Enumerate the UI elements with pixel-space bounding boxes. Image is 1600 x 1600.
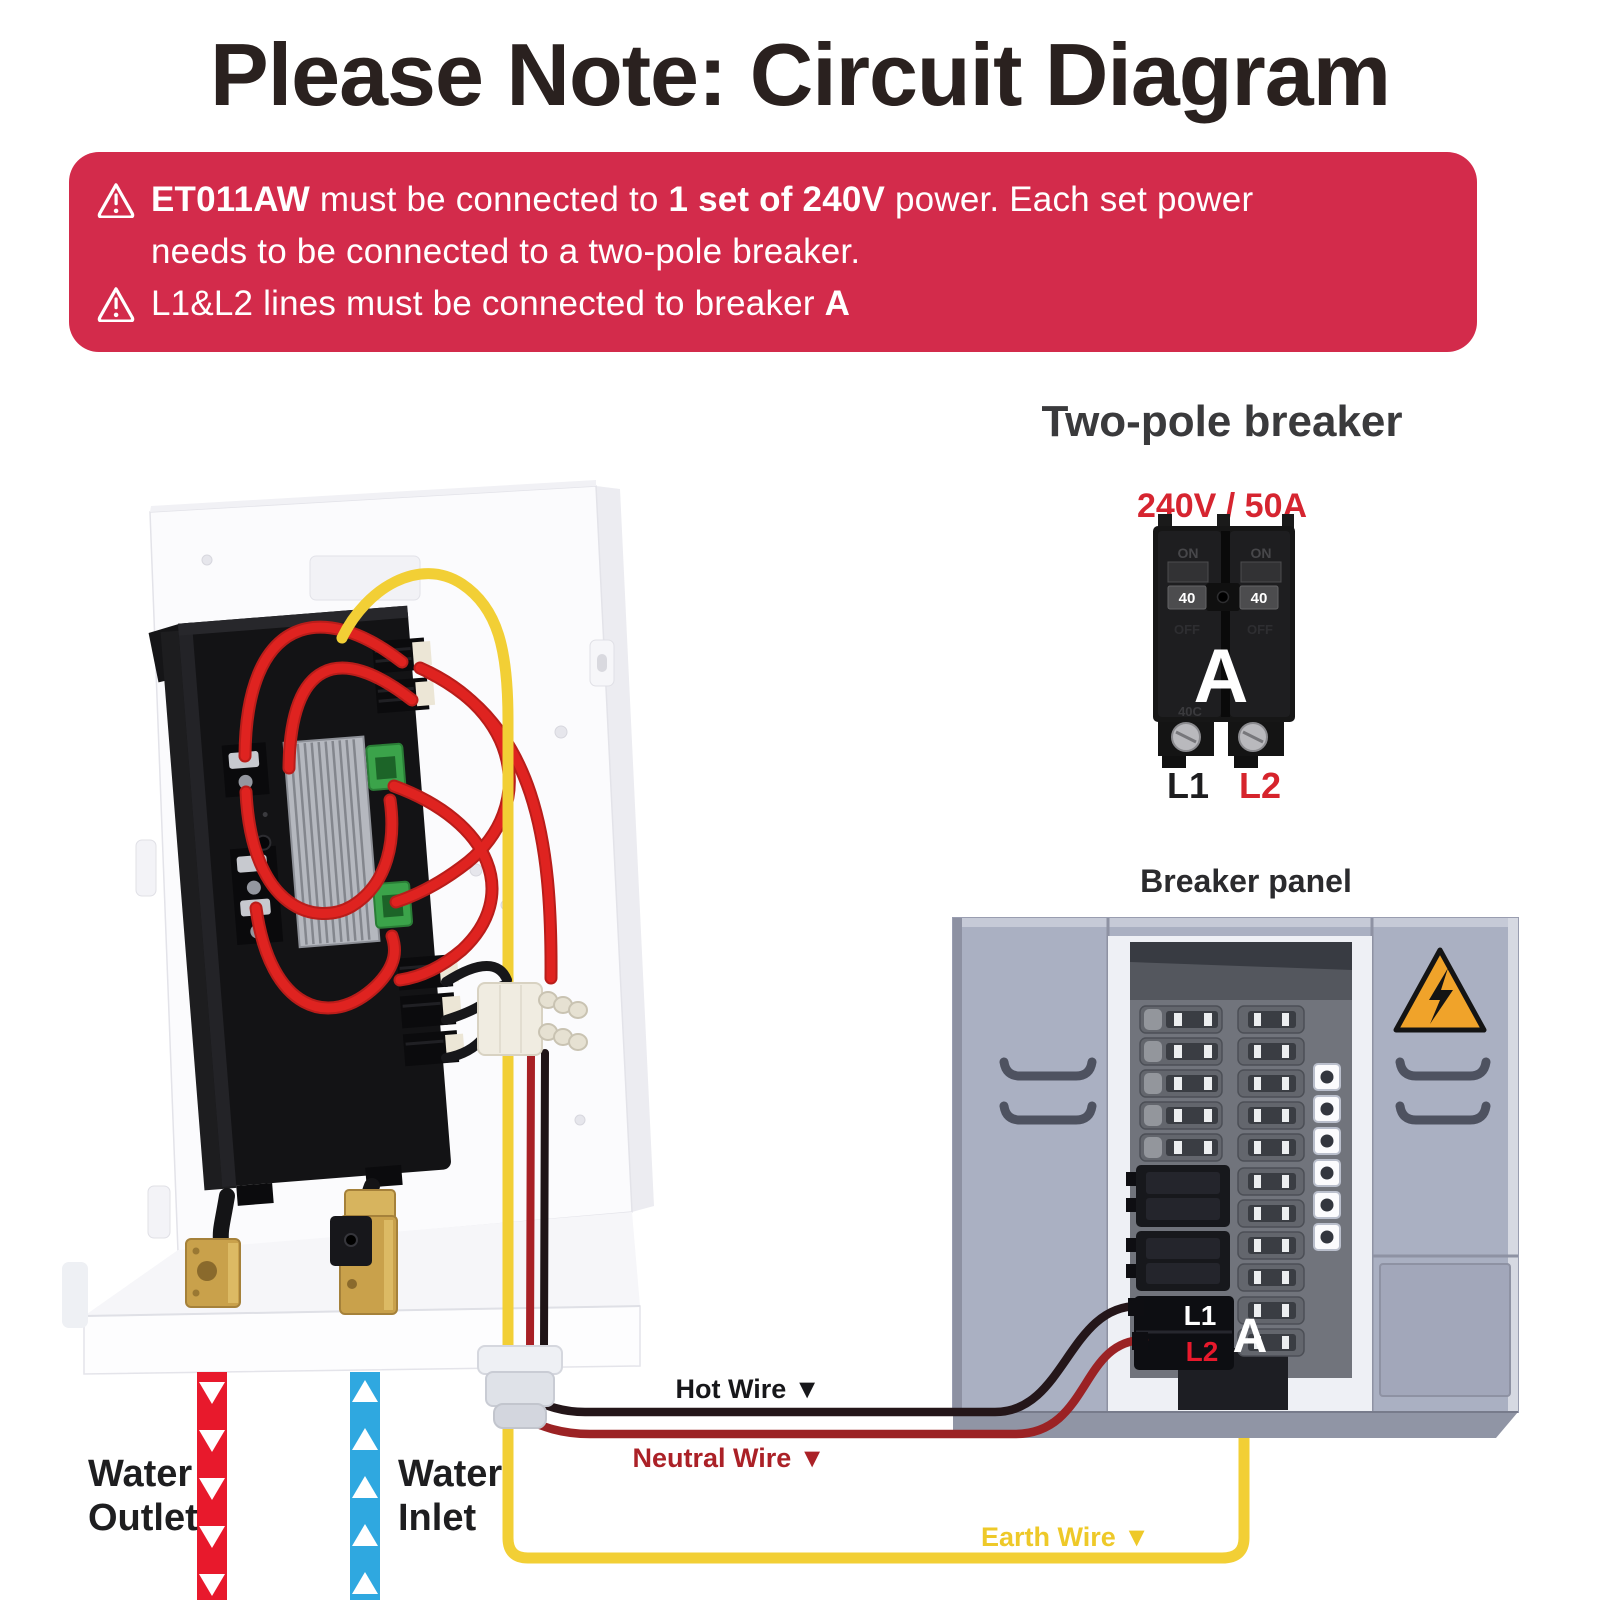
amp-label-left: 40 xyxy=(1179,590,1196,607)
warning-row-1: ET011AW must be connected to 1 set of 24… xyxy=(97,174,1443,278)
terminal-l1-label: L1 xyxy=(1167,765,1209,806)
red-jumper-wires xyxy=(238,620,558,1015)
right-lower-door xyxy=(1379,1263,1511,1397)
water-outlet-stripe xyxy=(197,1372,227,1600)
knockout-screws xyxy=(1313,1063,1341,1251)
on-label-left: ON xyxy=(1178,545,1199,561)
wire-connector xyxy=(477,982,588,1056)
hot-wire-label: Hot Wire ▼ xyxy=(676,1374,821,1404)
water-inlet-stripe xyxy=(350,1372,380,1600)
water-outlet-label-1: Water xyxy=(88,1453,192,1495)
earth-wire-label: Earth Wire ▼ xyxy=(981,1522,1150,1552)
brass-outlet-fitting xyxy=(185,1238,241,1308)
double-pole-breakers xyxy=(1126,1165,1230,1291)
box-dot xyxy=(262,811,268,817)
water-inlet-label-2: Inlet xyxy=(398,1497,476,1539)
breaker-panel: Breaker panel xyxy=(952,863,1519,1438)
page-title: Please Note: Circuit Diagram xyxy=(210,25,1391,124)
cable-gland xyxy=(477,1345,563,1429)
left-door-handles xyxy=(999,1057,1097,1125)
water-outlet-label-2: Outlet xyxy=(88,1497,198,1539)
on-label-right: ON xyxy=(1251,545,1272,561)
breaker-panel-label: Breaker panel xyxy=(1140,863,1352,899)
brass-inlet-valve xyxy=(330,1189,398,1315)
breaker-body: ON ON 40 40 OFF OFF A 40C xyxy=(1153,514,1295,768)
outlet-hose xyxy=(212,1188,235,1251)
heater-top-edge xyxy=(150,480,596,512)
panel-bottom-bar xyxy=(953,1412,1518,1438)
earth-wire xyxy=(336,568,1250,1564)
breaker-model: 40C xyxy=(1178,704,1202,719)
shelf-bracket xyxy=(62,1262,88,1328)
breaker-column-left xyxy=(1139,1005,1223,1162)
panel-breaker-letter: A xyxy=(1233,1310,1268,1363)
warning-icon xyxy=(97,287,135,322)
warning-text-2: L1&L2 lines must be connected to breaker… xyxy=(151,284,851,323)
warning-text-1: ET011AW must be connected to 1 set of 24… xyxy=(151,180,1254,271)
water-inlet-label-1: Water xyxy=(398,1453,502,1495)
two-pole-breaker: Two-pole breaker 240V / 50A ON ON 40 4 xyxy=(1041,397,1402,806)
terminal-l2-label: L2 xyxy=(1239,765,1281,806)
neutral-wire xyxy=(510,1335,1149,1439)
amp-label-right: 40 xyxy=(1251,590,1268,607)
breaker-a: L1 L2 xyxy=(1134,1296,1234,1370)
off-label-left: OFF xyxy=(1174,622,1200,637)
heatsink xyxy=(282,735,381,949)
neutral-wire-label: Neutral Wire ▼ xyxy=(632,1443,825,1473)
two-pole-breaker-label: Two-pole breaker xyxy=(1041,397,1402,446)
water-fittings xyxy=(185,1178,398,1315)
breaker-column-right xyxy=(1237,1005,1305,1357)
high-voltage-icon xyxy=(1393,947,1487,1033)
warning-box: ET011AW must be connected to 1 set of 24… xyxy=(69,152,1477,352)
warning-row-2: L1&L2 lines must be connected to breaker… xyxy=(97,278,1443,330)
diagram-labels: Water Outlet Water Inlet Hot Wire ▼ Neut… xyxy=(88,1374,1150,1552)
warning-icon xyxy=(97,183,135,218)
right-door-handles xyxy=(1395,1057,1491,1125)
panel-l1-label: L1 xyxy=(1184,1300,1217,1331)
breaker-letter: A xyxy=(1194,634,1249,719)
panel-l2-label: L2 xyxy=(1186,1336,1219,1367)
off-label-right: OFF xyxy=(1247,622,1273,637)
cable-boss-left xyxy=(236,1183,274,1206)
